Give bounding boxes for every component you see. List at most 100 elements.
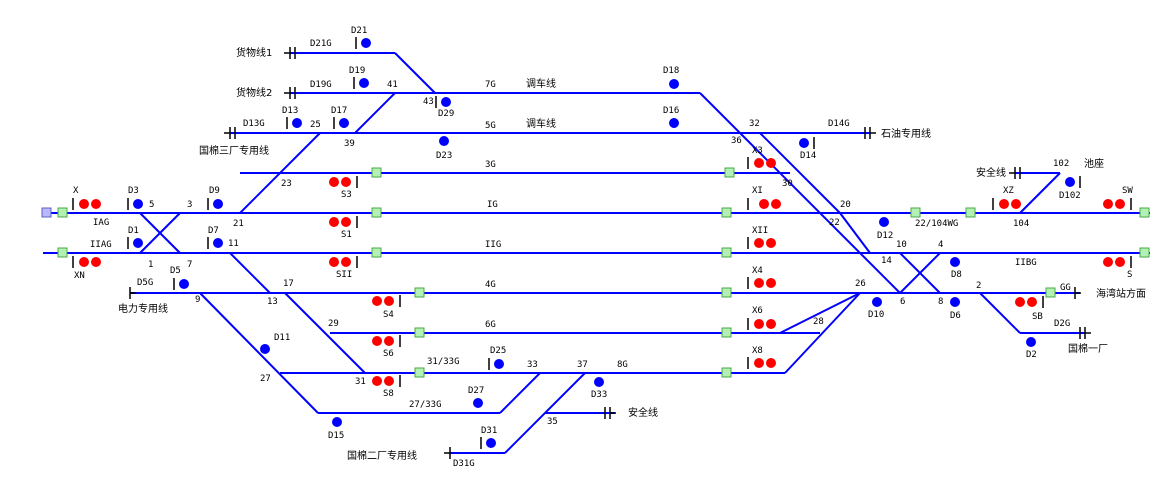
signal-x[interactable]: [72, 198, 101, 210]
signal-d31[interactable]: [480, 437, 496, 449]
label-6g: 6G: [485, 320, 496, 330]
switch-17: 17: [283, 279, 294, 289]
switch-33: 33: [527, 360, 538, 370]
switch-28: 28: [813, 317, 824, 327]
insulator-icon: [414, 367, 425, 378]
signal-d8[interactable]: [950, 257, 960, 267]
signal-d3[interactable]: [127, 198, 143, 210]
siding-labels: 货物线1 货物线2 国棉三厂专用线 石油专用线 电力专用线 安全线 池座 海湾站…: [118, 46, 1146, 462]
label-4g: 4G: [485, 280, 496, 290]
label-gg: GG: [1060, 283, 1071, 293]
main-signal-icon: [766, 238, 776, 248]
signal-d7[interactable]: [207, 237, 223, 249]
signal-d33[interactable]: [594, 377, 604, 387]
switch-14: 14: [881, 256, 892, 266]
label-tiaoche2: 调车线: [526, 117, 556, 130]
signal-xi[interactable]: [747, 198, 781, 210]
shunt-signal-icon: [133, 199, 143, 209]
signal-d21[interactable]: [355, 37, 371, 49]
signal-d10[interactable]: [872, 297, 882, 307]
main-signal-icon: [766, 319, 776, 329]
signal-labels: X XN D3 D1 D9 D7 D5 D11 D13 D17 D19 D21 …: [73, 26, 1133, 441]
shunt-signal-icon: [1026, 337, 1036, 347]
signal-s[interactable]: [1103, 256, 1132, 268]
label-d15: D15: [328, 431, 344, 441]
signal-x3[interactable]: [747, 157, 776, 169]
insulator-icon: [1045, 287, 1056, 298]
buffer-stop-d31g: [444, 447, 451, 459]
diagonal-28b: [784, 292, 861, 374]
signal-d12[interactable]: [879, 217, 889, 227]
signal-sw[interactable]: [1103, 198, 1132, 210]
switch-23: 23: [281, 179, 292, 189]
main-signal-icon: [766, 158, 776, 168]
signal-x4[interactable]: [747, 277, 776, 289]
label-hainan: 海湾站方面: [1096, 287, 1146, 300]
signal-sb[interactable]: [1015, 296, 1044, 308]
signal-d29[interactable]: [435, 96, 451, 108]
signal-d9[interactable]: [207, 198, 223, 210]
signal-d2[interactable]: [1026, 337, 1036, 347]
label-s8: S8: [383, 389, 394, 399]
insulator-icon: [41, 207, 52, 218]
signal-sii[interactable]: [329, 256, 358, 268]
signal-d15[interactable]: [332, 417, 342, 427]
shunt-signal-icon: [669, 79, 679, 89]
diagonal-43: [394, 52, 436, 94]
switch-35: 35: [547, 417, 558, 427]
label-3133g: 31/33G: [427, 357, 460, 367]
label-huowu2: 货物线2: [236, 86, 272, 99]
label-d9: D9: [209, 186, 220, 196]
label-d19g: D19G: [310, 80, 332, 90]
signal-s3[interactable]: [329, 176, 358, 188]
label-d18: D18: [663, 66, 679, 76]
signal-s6[interactable]: [372, 335, 401, 347]
main-signal-icon: [91, 199, 101, 209]
shunt-signal-icon: [292, 118, 302, 128]
signal-d1[interactable]: [127, 237, 143, 249]
signal-s1[interactable]: [329, 216, 358, 228]
signal-d23[interactable]: [439, 136, 449, 146]
label-x3: X3: [752, 146, 763, 156]
switch-6: 6: [900, 297, 905, 307]
track-lines: [43, 52, 1150, 454]
main-signal-icon: [329, 217, 339, 227]
signal-x6[interactable]: [747, 318, 776, 330]
signal-xz[interactable]: [992, 198, 1021, 210]
signal-d14[interactable]: [799, 137, 815, 149]
signal-s8[interactable]: [372, 375, 401, 387]
signal-d13[interactable]: [286, 117, 302, 129]
insulator-icon: [371, 207, 382, 218]
switch-31: 31: [355, 377, 366, 387]
shunt-signal-icon: [441, 97, 451, 107]
signal-d27[interactable]: [473, 398, 483, 408]
shunt-signal-icon: [486, 438, 496, 448]
signal-xn[interactable]: [72, 256, 101, 268]
switch-2: 2: [976, 281, 981, 291]
label-sw: SW: [1122, 186, 1133, 196]
insulator-icon: [57, 207, 68, 218]
diagonal-17-31: [284, 292, 366, 374]
main-signal-icon: [384, 336, 394, 346]
signal-xii[interactable]: [747, 237, 776, 249]
signal-d16[interactable]: [669, 118, 679, 128]
switch-9: 9: [195, 295, 200, 305]
signal-d25[interactable]: [488, 358, 504, 370]
signal-d5[interactable]: [173, 278, 189, 290]
insulator-icon: [724, 167, 735, 178]
signal-d6[interactable]: [950, 297, 960, 307]
signal-d11[interactable]: [260, 344, 270, 354]
signal-d102[interactable]: [1065, 176, 1081, 188]
label-d10: D10: [868, 310, 884, 320]
label-d19: D19: [349, 66, 365, 76]
signal-s4[interactable]: [372, 295, 401, 307]
signal-d19[interactable]: [353, 77, 369, 89]
label-s4: S4: [383, 310, 394, 320]
signal-x8[interactable]: [747, 357, 776, 369]
signal-d18[interactable]: [669, 79, 679, 89]
main-signal-icon: [754, 238, 764, 248]
buffer-stop-d2g: [1079, 327, 1091, 339]
diagonal-33: [499, 372, 541, 414]
signal-d17[interactable]: [333, 117, 349, 129]
switch-43: 43: [423, 97, 434, 107]
